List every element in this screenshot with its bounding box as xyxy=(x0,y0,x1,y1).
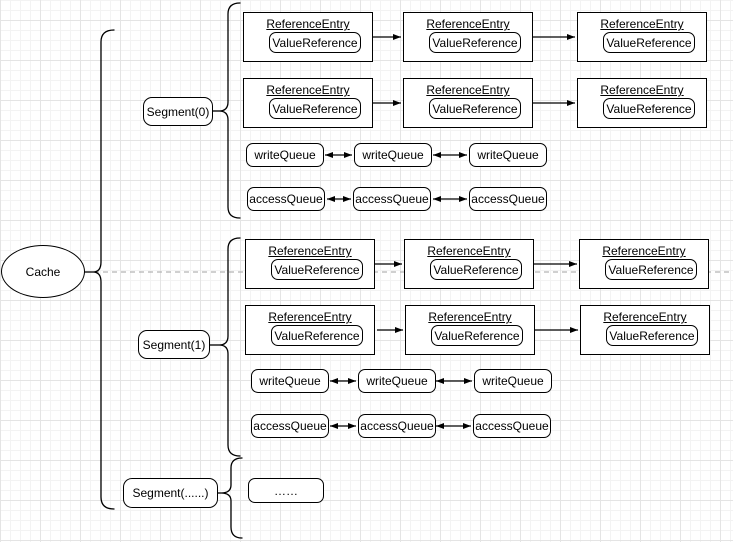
value-reference-label: ValueReference xyxy=(272,35,358,50)
access-queue-node[interactable]: accessQueue xyxy=(473,414,551,438)
access-queue-label: accessQueue xyxy=(360,419,434,433)
reference-entry-node[interactable]: ReferenceEntry ValueReference xyxy=(245,239,375,289)
write-queue-node[interactable]: writeQueue xyxy=(246,143,324,167)
value-reference-label: ValueReference xyxy=(608,262,694,277)
value-reference-label: ValueReference xyxy=(433,262,519,277)
segment0-label: Segment(0) xyxy=(146,104,210,119)
segment-more-placeholder-node[interactable]: …… xyxy=(248,478,324,503)
access-queue-label: accessQueue xyxy=(471,192,545,206)
cache-brace[interactable] xyxy=(92,29,115,510)
reference-entry-label: ReferenceEntry xyxy=(268,310,352,324)
segment-more-node[interactable]: Segment(......) xyxy=(123,478,218,508)
segment-more-placeholder-label: …… xyxy=(274,483,298,498)
value-reference-label: ValueReference xyxy=(606,35,692,50)
segment-more-brace[interactable] xyxy=(220,457,243,539)
segment1-label: Segment(1) xyxy=(142,337,206,352)
value-reference-label: ValueReference xyxy=(609,328,695,343)
reference-entry-label: ReferenceEntry xyxy=(603,310,687,324)
value-reference-node[interactable]: ValueReference xyxy=(606,325,698,346)
value-reference-label: ValueReference xyxy=(272,101,358,116)
value-reference-node[interactable]: ValueReference xyxy=(603,32,695,53)
value-reference-node[interactable]: ValueReference xyxy=(603,98,695,119)
value-reference-label: ValueReference xyxy=(606,101,692,116)
reference-entry-label: ReferenceEntry xyxy=(266,17,350,31)
value-reference-label: ValueReference xyxy=(432,101,518,116)
value-reference-label: ValueReference xyxy=(274,262,360,277)
value-reference-node[interactable]: ValueReference xyxy=(429,32,521,53)
value-reference-node[interactable]: ValueReference xyxy=(430,259,522,280)
write-queue-node[interactable]: writeQueue xyxy=(474,369,552,393)
access-queue-node[interactable]: accessQueue xyxy=(358,414,436,438)
segment0-brace[interactable] xyxy=(218,2,241,219)
cache-node[interactable]: Cache xyxy=(1,245,85,298)
value-reference-label: ValueReference xyxy=(274,328,360,343)
write-queue-node[interactable]: writeQueue xyxy=(358,369,436,393)
reference-entry-node[interactable]: ReferenceEntry ValueReference xyxy=(405,305,535,355)
reference-entry-node[interactable]: ReferenceEntry ValueReference xyxy=(403,78,533,128)
reference-entry-label: ReferenceEntry xyxy=(602,244,686,258)
access-queue-label: accessQueue xyxy=(253,419,327,433)
access-queue-label: accessQueue xyxy=(249,192,323,206)
reference-entry-node[interactable]: ReferenceEntry ValueReference xyxy=(243,78,373,128)
write-queue-label: writeQueue xyxy=(254,148,316,162)
reference-entry-node[interactable]: ReferenceEntry ValueReference xyxy=(579,239,709,289)
cache-label: Cache xyxy=(25,264,61,279)
write-queue-label: writeQueue xyxy=(366,374,428,388)
write-queue-label: writeQueue xyxy=(477,148,539,162)
value-reference-node[interactable]: ValueReference xyxy=(269,98,361,119)
write-queue-node[interactable]: writeQueue xyxy=(354,143,432,167)
access-queue-node[interactable]: accessQueue xyxy=(353,187,431,211)
value-reference-node[interactable]: ValueReference xyxy=(429,98,521,119)
segment1-brace[interactable] xyxy=(218,237,241,457)
reference-entry-node[interactable]: ReferenceEntry ValueReference xyxy=(243,12,373,62)
reference-entry-label: ReferenceEntry xyxy=(427,244,511,258)
value-reference-label: ValueReference xyxy=(434,328,520,343)
reference-entry-label: ReferenceEntry xyxy=(600,17,684,31)
reference-entry-label: ReferenceEntry xyxy=(426,17,510,31)
reference-entry-label: ReferenceEntry xyxy=(600,83,684,97)
value-reference-label: ValueReference xyxy=(432,35,518,50)
value-reference-node[interactable]: ValueReference xyxy=(271,325,363,346)
value-reference-node[interactable]: ValueReference xyxy=(431,325,523,346)
reference-entry-label: ReferenceEntry xyxy=(266,83,350,97)
reference-entry-label: ReferenceEntry xyxy=(268,244,352,258)
write-queue-label: writeQueue xyxy=(259,374,321,388)
reference-entry-label: ReferenceEntry xyxy=(428,310,512,324)
access-queue-label: accessQueue xyxy=(475,419,549,433)
access-queue-node[interactable]: accessQueue xyxy=(469,187,547,211)
reference-entry-node[interactable]: ReferenceEntry ValueReference xyxy=(577,78,707,128)
reference-entry-node[interactable]: ReferenceEntry ValueReference xyxy=(580,305,710,355)
reference-entry-node[interactable]: ReferenceEntry ValueReference xyxy=(245,305,375,355)
reference-entry-node[interactable]: ReferenceEntry ValueReference xyxy=(577,12,707,62)
reference-entry-node[interactable]: ReferenceEntry ValueReference xyxy=(404,239,534,289)
reference-entry-label: ReferenceEntry xyxy=(426,83,510,97)
access-queue-label: accessQueue xyxy=(355,192,429,206)
segment-more-label: Segment(......) xyxy=(132,486,209,500)
access-queue-node[interactable]: accessQueue xyxy=(251,414,329,438)
value-reference-node[interactable]: ValueReference xyxy=(271,259,363,280)
write-queue-label: writeQueue xyxy=(482,374,544,388)
write-queue-node[interactable]: writeQueue xyxy=(251,369,329,393)
value-reference-node[interactable]: ValueReference xyxy=(269,32,361,53)
write-queue-label: writeQueue xyxy=(362,148,424,162)
reference-entry-node[interactable]: ReferenceEntry ValueReference xyxy=(403,12,533,62)
segment1-node[interactable]: Segment(1) xyxy=(138,330,210,359)
value-reference-node[interactable]: ValueReference xyxy=(605,259,697,280)
write-queue-node[interactable]: writeQueue xyxy=(469,143,547,167)
access-queue-node[interactable]: accessQueue xyxy=(247,187,325,211)
segment0-node[interactable]: Segment(0) xyxy=(143,97,213,126)
